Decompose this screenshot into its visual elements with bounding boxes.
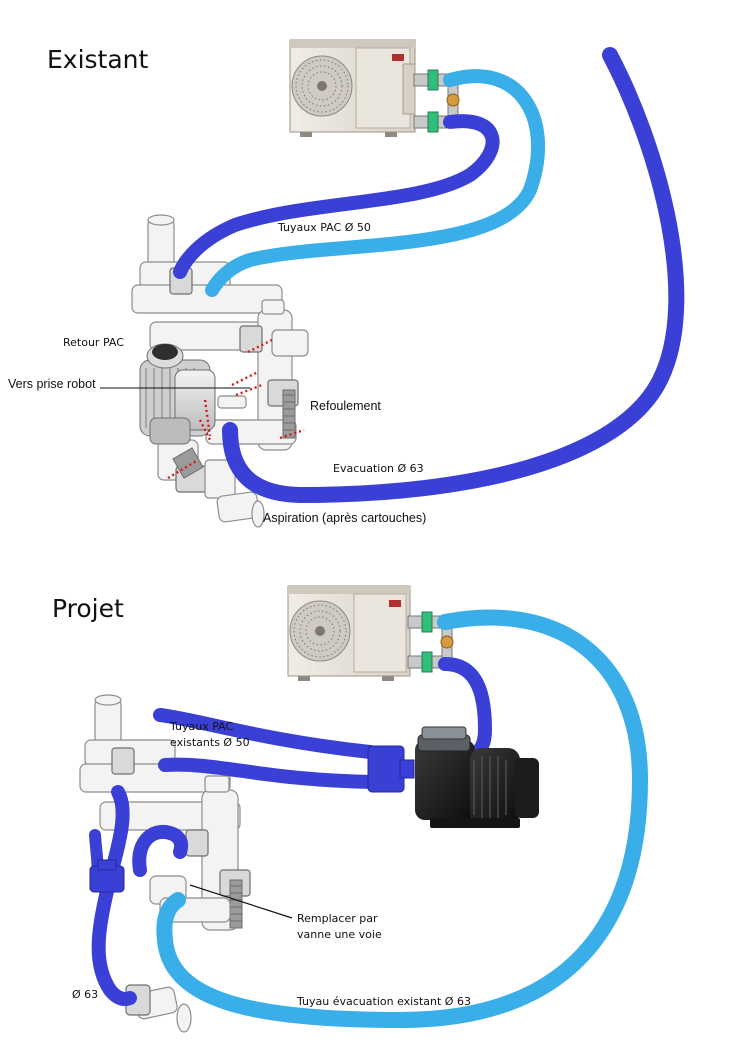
label-to-robot-intake: Vers prise robot <box>8 377 96 391</box>
label-existing-pipes-1: Tuyaux PAC <box>169 720 234 733</box>
pool-pump-icon <box>139 343 216 445</box>
cut-marks-existing <box>167 338 305 480</box>
tee-fitting-icon <box>89 745 415 893</box>
label-heat-pump-pipes: Tuyaux PAC Ø 50 <box>277 221 371 234</box>
label-existing-pipes-2: existants Ø 50 <box>170 736 250 749</box>
label-diameter-63: Ø 63 <box>72 988 98 1001</box>
heat-pump-icon <box>289 39 416 137</box>
pool-pump-icon <box>415 726 539 828</box>
section-project: Projet <box>52 585 648 1033</box>
leader-line-replace <box>189 884 293 919</box>
heat-pump-icon <box>287 585 411 681</box>
union-valve-icon <box>413 69 460 133</box>
label-existing-evac-pipe: Tuyau évacuation existant Ø 63 <box>296 995 471 1008</box>
pipes-project <box>89 609 648 1028</box>
section-title-existing: Existant <box>47 45 149 74</box>
label-replace-1: Remplacer par <box>297 912 378 925</box>
label-replace-2: vanne une voie <box>297 928 382 941</box>
label-suction: Aspiration (après cartouches) <box>263 511 426 525</box>
label-discharge: Refoulement <box>310 399 381 413</box>
label-return-heat-pump: Retour PAC <box>63 336 124 349</box>
label-evacuation: Evacuation Ø 63 <box>333 462 424 475</box>
section-title-project: Projet <box>52 594 124 623</box>
pipes-existing <box>173 47 685 503</box>
section-existing: Existant <box>8 39 685 528</box>
